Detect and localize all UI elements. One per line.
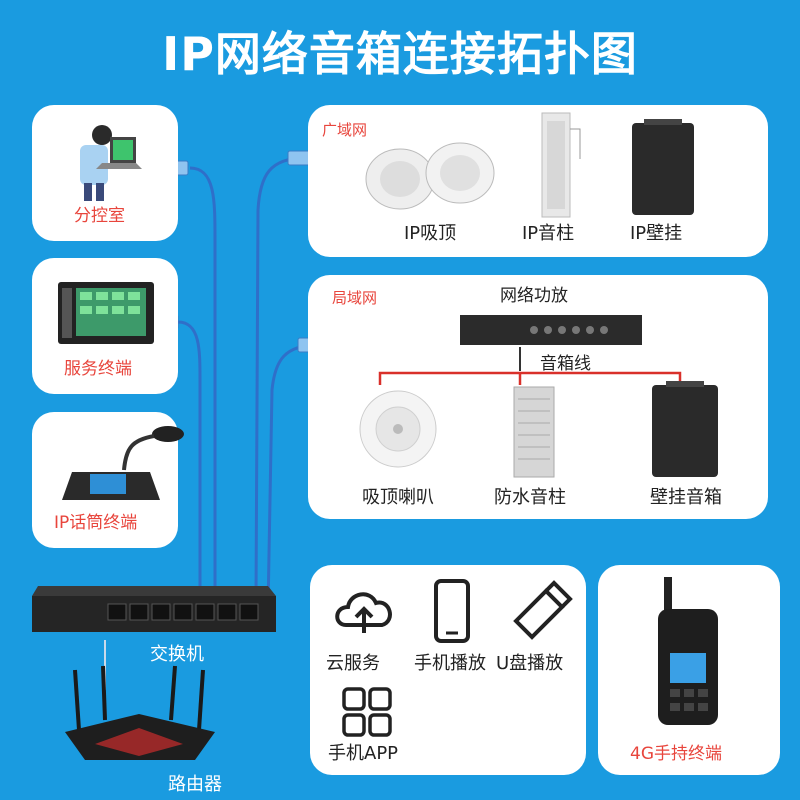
service-phone-label: 手机播放 xyxy=(414,653,486,674)
amp-label: 网络功放 xyxy=(500,286,568,306)
mic-label: IP话筒终端 xyxy=(54,513,138,533)
service-app-label: 手机APP xyxy=(328,743,399,764)
handheld-label: 4G手持终端 xyxy=(630,744,722,764)
lan-item-2: 防水音柱 xyxy=(494,487,566,508)
server-label: 服务终端 xyxy=(64,359,132,379)
column-speaker-icon xyxy=(541,112,581,218)
ceiling-horn-icon xyxy=(359,390,437,468)
wan-item-2: IP音柱 xyxy=(522,223,575,244)
server-rack-icon xyxy=(58,282,154,344)
router-icon xyxy=(65,665,215,760)
smartphone-icon xyxy=(434,579,470,643)
lan-item-3: 壁挂音箱 xyxy=(650,487,722,508)
page-title: IP网络音箱连接拓扑图 xyxy=(162,27,638,81)
ceiling-speaker-icon xyxy=(365,142,495,210)
lan-card: 局域网 网络功放 音箱线 吸顶喇叭 防水音柱 壁挂音箱 xyxy=(308,275,768,519)
operator-laptop-icon xyxy=(80,125,142,201)
lan-item-1: 吸顶喇叭 xyxy=(362,487,434,508)
server-card: 服务终端 xyxy=(32,258,178,394)
lan-zone-label: 局域网 xyxy=(332,289,378,307)
wan-item-3: IP壁挂 xyxy=(630,223,683,244)
speaker-wire xyxy=(378,347,682,385)
walkie-talkie-icon xyxy=(658,577,718,725)
network-amplifier-icon xyxy=(460,315,642,345)
app-grid-icon xyxy=(342,687,392,737)
wan-item-1: IP吸顶 xyxy=(404,223,457,244)
service-cloud-label: 云服务 xyxy=(326,653,380,674)
wan-zone-label: 广域网 xyxy=(322,121,368,139)
mic-card: IP话筒终端 xyxy=(32,412,184,548)
handheld-card: 4G手持终端 xyxy=(598,565,780,775)
cloud-upload-icon xyxy=(335,592,392,633)
switch-label: 交换机 xyxy=(150,644,204,665)
waterproof-column-icon xyxy=(513,386,555,478)
cable-label: 音箱线 xyxy=(540,354,591,374)
service-usb-label: U盘播放 xyxy=(496,653,564,674)
router-label: 路由器 xyxy=(168,774,222,795)
branch-room-label: 分控室 xyxy=(74,206,125,226)
usb-drive-icon xyxy=(513,580,573,640)
branch-room-card: 分控室 xyxy=(32,105,178,241)
ip-microphone-icon xyxy=(62,426,184,500)
network-switch-icon xyxy=(32,586,276,632)
wall-speaker-icon xyxy=(632,119,694,215)
wall-mount-speaker-icon xyxy=(652,381,718,477)
wan-card: 广域网 IP吸顶 IP音柱 IP壁挂 xyxy=(308,105,768,257)
services-card: 云服务 手机播放 U盘播放 手机APP xyxy=(310,565,586,775)
